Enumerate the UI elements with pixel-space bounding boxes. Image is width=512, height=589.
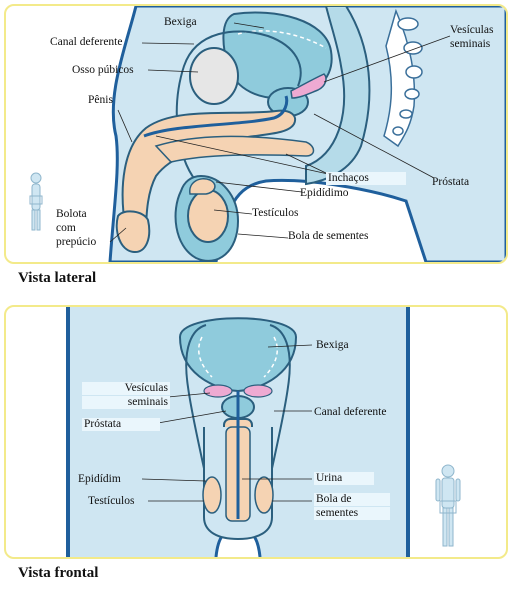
label-bolota-line3: prepúcio	[56, 236, 97, 248]
frontal-label-vesiculas-line2: seminais	[82, 396, 170, 409]
frontal-label-testiculos: Testículos	[88, 495, 135, 507]
frontal-label-bexiga: Bexiga	[316, 339, 349, 351]
label-osso-pubico: Osso púbicos	[72, 64, 134, 76]
frontal-label-urina: Urina	[314, 472, 374, 485]
frontal-label-prostata: Próstata	[82, 418, 160, 431]
frontal-label-epididimo: Epidídim	[78, 473, 121, 485]
label-vesiculas-seminais-line2: seminais	[450, 38, 491, 50]
pubic-bone	[189, 47, 239, 105]
frontal-testicle-left	[202, 476, 222, 514]
lateral-human-figure-icon	[29, 172, 43, 231]
penis-shaft	[121, 109, 296, 238]
rectum	[305, 6, 371, 186]
label-bexiga: Bexiga	[164, 16, 197, 28]
frontal-bladder	[178, 317, 298, 393]
lateral-view-panel: Bexiga Canal deferente Osso púbicos Pêni…	[4, 4, 508, 264]
frontal-seminal-vesicle-left	[203, 384, 233, 398]
label-canal-deferente: Canal deferente	[50, 36, 123, 48]
frontal-seminal-vesicle-right	[243, 384, 273, 398]
testicle	[187, 189, 229, 243]
glans-with-foreskin	[115, 210, 151, 253]
frontal-anatomy-illustration	[66, 307, 461, 557]
label-bolota-line2: com	[56, 222, 76, 234]
seminal-vesicles	[290, 73, 327, 99]
frontal-testicle-right	[254, 476, 274, 514]
frontal-label-bola-line2: sementes	[314, 507, 390, 520]
label-bola-de-sementes: Bola de sementes	[288, 230, 369, 242]
caption-vista-lateral: Vista lateral	[18, 270, 97, 286]
label-prostata: Próstata	[432, 176, 470, 188]
urethra	[143, 95, 289, 138]
frontal-label-vesiculas-line1: Vesículas	[82, 382, 170, 395]
frontal-human-figure-icon	[435, 464, 461, 547]
caption-vista-frontal: Vista frontal	[18, 565, 99, 581]
frontal-leader-lines	[141, 344, 313, 502]
frontal-view-panel: Bexiga Vesículas seminais Canal deferent…	[4, 305, 508, 559]
label-inchacos: Inchaços	[326, 172, 406, 185]
frontal-label-canal-deferente: Canal deferente	[314, 406, 387, 418]
sacrum-bone	[383, 8, 423, 148]
label-testiculos: Testículos	[252, 207, 299, 219]
frontal-bladder-dashed-left	[198, 336, 213, 378]
corpus-cavernosum	[154, 135, 315, 163]
label-penis: Pênis	[88, 94, 113, 106]
frontal-label-bola-line1: Bola de	[314, 493, 390, 506]
label-epididimo: Epidídimo	[300, 187, 349, 199]
lateral-leader-lines	[109, 22, 451, 243]
label-vesiculas-seminais-line1: Vesículas	[450, 24, 494, 36]
label-bolota-line1: Bolota	[56, 208, 87, 220]
frontal-bladder-dashed-right	[263, 336, 278, 378]
epididymis	[189, 178, 216, 195]
lateral-anatomy-illustration	[29, 6, 506, 262]
